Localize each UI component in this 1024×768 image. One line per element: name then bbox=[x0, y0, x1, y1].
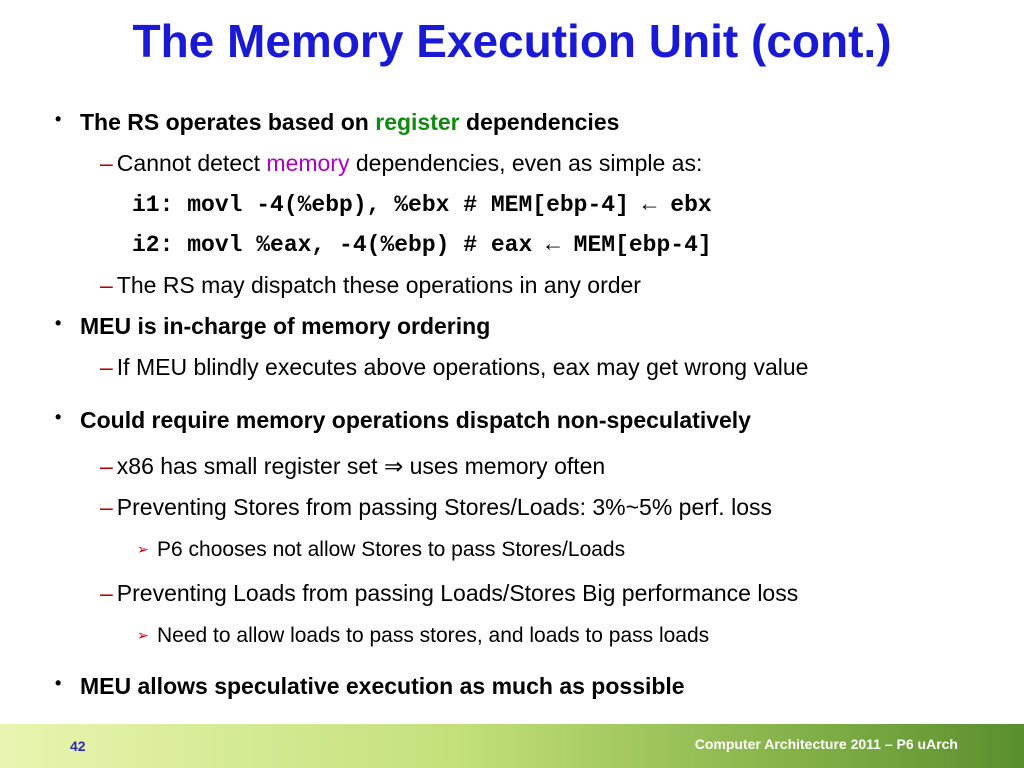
dash-icon: – bbox=[100, 453, 113, 479]
dash-icon: – bbox=[100, 272, 113, 298]
bullet-1: • The RS operates based on register depe… bbox=[55, 109, 620, 136]
page-number: 42 bbox=[70, 738, 86, 754]
bullet-4: • MEU allows speculative execution as mu… bbox=[55, 673, 685, 700]
dash-icon: – bbox=[100, 580, 113, 606]
tertiary-item-1-text: P6 chooses not allow Stores to pass Stor… bbox=[157, 538, 626, 561]
sub-item-5-text: Preventing Stores from passing Stores/Lo… bbox=[116, 494, 772, 520]
sub-item-3: –If MEU blindly executes above operation… bbox=[100, 354, 808, 381]
sub-item-1-text-post: dependencies, even as simple as: bbox=[349, 150, 703, 176]
sub-item-3-text: If MEU blindly executes above operations… bbox=[116, 354, 809, 380]
sub-item-4: –x86 has small register set ⇒ uses memor… bbox=[100, 453, 605, 480]
sub-item-6: –Preventing Loads from passing Loads/Sto… bbox=[100, 580, 798, 607]
bullet-2-text: MEU is in-charge of memory ordering bbox=[80, 313, 491, 339]
sub-item-1-text-pre: Cannot detect bbox=[116, 150, 267, 176]
footer-bar: 42 Computer Architecture 2011 – P6 uArch bbox=[0, 724, 1024, 768]
sub-item-2: –The RS may dispatch these operations in… bbox=[100, 272, 641, 299]
bullet-dot-icon: • bbox=[55, 313, 62, 333]
dash-icon: – bbox=[100, 354, 113, 380]
arrow-bullet-icon: ➢ bbox=[137, 541, 149, 557]
tertiary-item-2: ➢ Need to allow loads to pass stores, an… bbox=[137, 624, 710, 648]
bullet-1-text-post: dependencies bbox=[459, 109, 620, 135]
arrow-bullet-icon: ➢ bbox=[137, 627, 149, 643]
code-line-1: i1: movl -4(%ebp), %ebx # MEM[ebp-4] ← e… bbox=[132, 192, 712, 218]
dash-icon: – bbox=[100, 150, 113, 176]
bullet-1-highlight: register bbox=[375, 109, 460, 135]
bullet-2: • MEU is in-charge of memory ordering bbox=[55, 313, 491, 340]
implies-arrow-icon: ⇒ bbox=[383, 453, 404, 479]
bullet-1-text-pre: The RS operates based on bbox=[80, 109, 376, 135]
slide-title: The Memory Execution Unit (cont.) bbox=[132, 15, 892, 67]
sub-item-4-text-post: uses memory often bbox=[403, 453, 606, 479]
bullet-dot-icon: • bbox=[55, 407, 62, 427]
bullet-dot-icon: • bbox=[55, 673, 62, 693]
tertiary-item-1: ➢ P6 chooses not allow Stores to pass St… bbox=[137, 538, 626, 562]
sub-item-1: –Cannot detect memory dependencies, even… bbox=[100, 150, 702, 177]
bullet-3: • Could require memory operations dispat… bbox=[55, 407, 751, 434]
tertiary-item-2-text: Need to allow loads to pass stores, and … bbox=[157, 624, 710, 647]
dash-icon: – bbox=[100, 494, 113, 520]
sub-item-4-text-pre: x86 has small register set bbox=[116, 453, 384, 479]
sub-item-6-text: Preventing Loads from passing Loads/Stor… bbox=[116, 580, 799, 606]
sub-item-2-text: The RS may dispatch these operations in … bbox=[116, 272, 641, 298]
bullet-dot-icon: • bbox=[55, 109, 62, 129]
bullet-3-text: Could require memory operations dispatch… bbox=[80, 407, 751, 433]
sub-item-1-highlight: memory bbox=[266, 150, 350, 176]
code-line-2: i2: movl %eax, -4(%ebp) # eax ← MEM[ebp-… bbox=[132, 232, 712, 258]
bullet-4-text: MEU allows speculative execution as much… bbox=[80, 673, 685, 699]
sub-item-5: –Preventing Stores from passing Stores/L… bbox=[100, 494, 772, 521]
course-label: Computer Architecture 2011 – P6 uArch bbox=[694, 736, 958, 752]
